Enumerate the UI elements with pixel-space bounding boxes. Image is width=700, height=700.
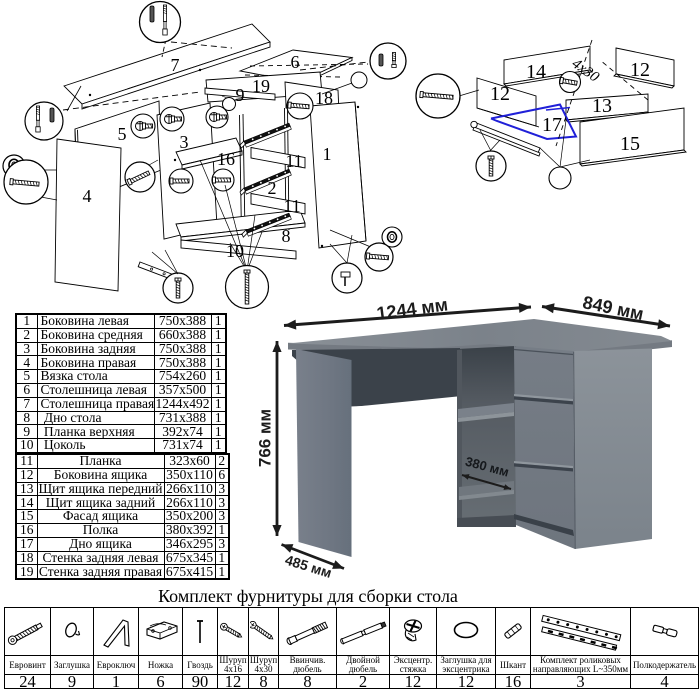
- svg-text:849 мм: 849 мм: [581, 292, 645, 324]
- svg-text:9: 9: [236, 85, 245, 105]
- svg-text:19: 19: [252, 76, 270, 96]
- svg-text:5: 5: [118, 124, 127, 144]
- svg-text:8: 8: [282, 226, 291, 246]
- svg-text:766 мм: 766 мм: [256, 409, 275, 467]
- svg-text:2: 2: [268, 178, 277, 198]
- svg-text:6: 6: [291, 52, 300, 72]
- svg-text:1: 1: [323, 144, 332, 164]
- svg-text:17: 17: [542, 114, 562, 136]
- svg-text:10: 10: [226, 241, 244, 261]
- svg-text:7: 7: [171, 55, 180, 75]
- svg-text:1244 мм: 1244 мм: [375, 294, 449, 323]
- svg-text:16: 16: [217, 149, 235, 169]
- svg-text:11: 11: [285, 151, 302, 171]
- svg-text:3: 3: [180, 132, 189, 152]
- svg-text:15: 15: [620, 133, 640, 155]
- svg-text:12: 12: [490, 83, 510, 105]
- svg-text:14: 14: [526, 61, 546, 83]
- svg-text:4: 4: [83, 186, 92, 206]
- svg-text:11: 11: [283, 196, 300, 216]
- svg-text:13: 13: [592, 95, 612, 117]
- svg-text:18: 18: [315, 88, 333, 108]
- svg-text:12: 12: [630, 59, 650, 81]
